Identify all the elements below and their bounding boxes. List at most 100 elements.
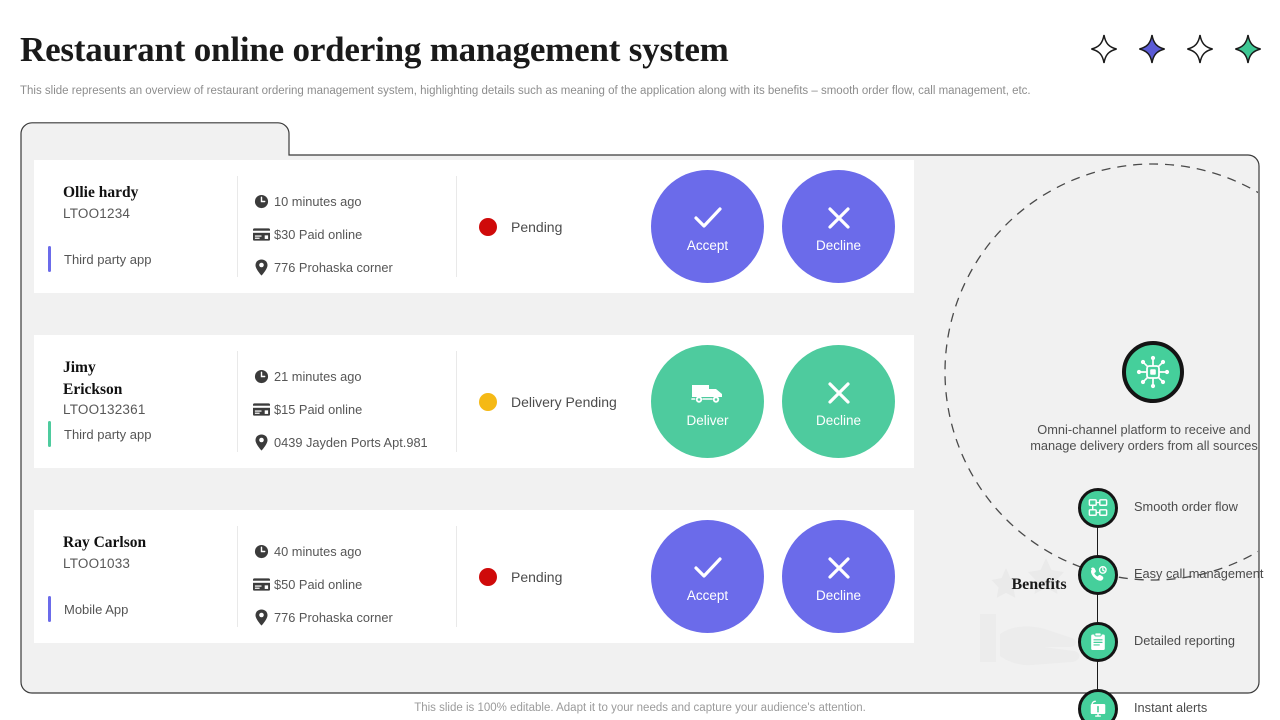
decline-button[interactable]: Decline: [782, 345, 895, 458]
decline-button-label: Decline: [815, 238, 862, 253]
hub-caption: Omni-channel platform to receive and man…: [1030, 422, 1258, 453]
order-address-row: 776 Prohaska corner: [248, 601, 456, 634]
order-payment-row: $50 Paid online: [248, 568, 456, 601]
order-address-row: 776 Prohaska corner: [248, 251, 456, 284]
clock-icon: [248, 194, 274, 209]
credit-card-icon: [248, 228, 274, 241]
order-payment-row: $15 Paid online: [248, 393, 456, 426]
benefit-item[interactable]: Detailed reporting: [1078, 608, 1268, 675]
close-icon: [826, 200, 852, 236]
source-label: Third party app: [64, 251, 152, 267]
benefits-title: Benefits: [1011, 576, 1067, 593]
accept-button[interactable]: Accept: [651, 520, 764, 633]
sparkle-icon-green: [1234, 34, 1262, 64]
order-time-row: 40 minutes ago: [248, 535, 456, 568]
customer-name: Ollie hardy: [63, 184, 139, 201]
divider: [456, 526, 457, 627]
benefits-hand-star-watermark: [980, 558, 1080, 666]
sparkle-decoration-group: [1090, 34, 1262, 64]
status-label: Pending: [511, 568, 563, 585]
sparkle-icon-purple: [1138, 34, 1166, 64]
sparkle-icon-outline-1: [1090, 34, 1118, 64]
benefit-item[interactable]: Instant alerts: [1078, 675, 1268, 720]
clock-icon: [248, 369, 274, 384]
benefit-item[interactable]: Easy call management: [1078, 541, 1268, 608]
order-payment: $50 Paid online: [274, 577, 363, 592]
customer-name: Jimy Erickson: [63, 359, 123, 398]
order-actions: Deliver Decline: [647, 335, 914, 468]
sparkle-icon-outline-2: [1186, 34, 1214, 64]
clock-icon: [248, 544, 274, 559]
accept-button[interactable]: Accept: [651, 170, 764, 283]
decline-button-label: Decline: [815, 588, 862, 603]
order-payment: $15 Paid online: [274, 402, 363, 417]
order-payment: $30 Paid online: [274, 227, 363, 242]
deliver-button[interactable]: Deliver: [651, 345, 764, 458]
location-pin-icon: [248, 609, 274, 626]
benefits-spine-line: [1097, 490, 1099, 720]
close-icon: [826, 550, 852, 586]
order-card[interactable]: Ray Carlson LTOO1033 Mobile App 40 minut…: [34, 510, 914, 643]
main-panel: Ollie hardy LTOO1234 Third party app 10 …: [20, 122, 1263, 720]
source-accent-bar: [48, 596, 51, 622]
benefit-label: Instant alerts: [1134, 700, 1208, 716]
source-label: Mobile App: [64, 601, 129, 617]
order-address: 776 Prohaska corner: [274, 260, 393, 275]
status-badge: [479, 567, 497, 586]
order-time: 21 minutes ago: [274, 369, 362, 384]
order-meta-column: 40 minutes ago $50 Paid online 776 Proha…: [238, 510, 456, 643]
report-clipboard-icon: [1078, 621, 1118, 662]
order-source: Mobile App: [48, 596, 128, 622]
order-customer-column: Jimy Erickson LTOO132361 Third party app: [34, 335, 237, 468]
divider: [237, 176, 238, 277]
order-address: 0439 Jayden Ports Apt.981: [274, 435, 428, 450]
order-address-row: 0439 Jayden Ports Apt.981: [248, 426, 456, 459]
order-flow-icon: [1078, 487, 1118, 528]
order-id: LTOO1234: [63, 205, 131, 221]
decline-button[interactable]: Decline: [782, 520, 895, 633]
benefits-list: Smooth order flow Easy call management: [1078, 474, 1268, 720]
orders-list: Ollie hardy LTOO1234 Third party app 10 …: [34, 160, 926, 643]
omni-channel-network-icon: [1122, 341, 1184, 403]
location-pin-icon: [248, 434, 274, 451]
order-meta-column: 21 minutes ago $15 Paid online 0439 Jayd…: [238, 335, 456, 468]
credit-card-icon: [248, 578, 274, 591]
benefits-panel: Omni-channel platform to receive and man…: [930, 128, 1263, 720]
order-status: Pending: [457, 160, 647, 293]
status-label: Delivery Pending: [511, 393, 617, 410]
order-customer-column: Ollie hardy LTOO1234 Third party app: [34, 160, 237, 293]
order-meta-column: 10 minutes ago $30 Paid online 776 Proha…: [238, 160, 456, 293]
source-accent-bar: [48, 246, 51, 272]
order-time: 40 minutes ago: [274, 544, 362, 559]
status-badge: [479, 392, 497, 411]
order-source: Third party app: [48, 246, 151, 272]
footer-note: This slide is 100% editable. Adapt it to…: [414, 702, 866, 714]
order-id: LTOO1033: [63, 555, 131, 571]
panel-content: Ollie hardy LTOO1234 Third party app 10 …: [22, 124, 1263, 720]
decline-button[interactable]: Decline: [782, 170, 895, 283]
check-icon: [693, 550, 723, 586]
divider: [456, 351, 457, 452]
divider: [456, 176, 457, 277]
benefit-label: Smooth order flow: [1134, 499, 1238, 515]
benefit-item[interactable]: Smooth order flow: [1078, 474, 1268, 541]
call-management-icon: [1078, 554, 1118, 595]
credit-card-icon: [248, 403, 274, 416]
order-status: Delivery Pending: [457, 335, 647, 468]
order-card[interactable]: Jimy Erickson LTOO132361 Third party app…: [34, 335, 914, 468]
order-card[interactable]: Ollie hardy LTOO1234 Third party app 10 …: [34, 160, 914, 293]
order-id: LTOO132361: [63, 402, 146, 417]
delivery-truck-icon: [690, 375, 726, 411]
source-accent-bar: [48, 421, 51, 447]
page-subtitle: This slide represents an overview of res…: [20, 85, 1031, 97]
order-actions: Accept Decline: [647, 160, 914, 293]
order-payment-row: $30 Paid online: [248, 218, 456, 251]
deliver-button-label: Deliver: [686, 413, 729, 428]
order-actions: Accept Decline: [647, 510, 914, 643]
source-label: Third party app: [64, 426, 152, 442]
accept-button-label: Accept: [686, 588, 729, 603]
close-icon: [826, 375, 852, 411]
order-time-row: 21 minutes ago: [248, 360, 456, 393]
divider: [237, 351, 238, 452]
